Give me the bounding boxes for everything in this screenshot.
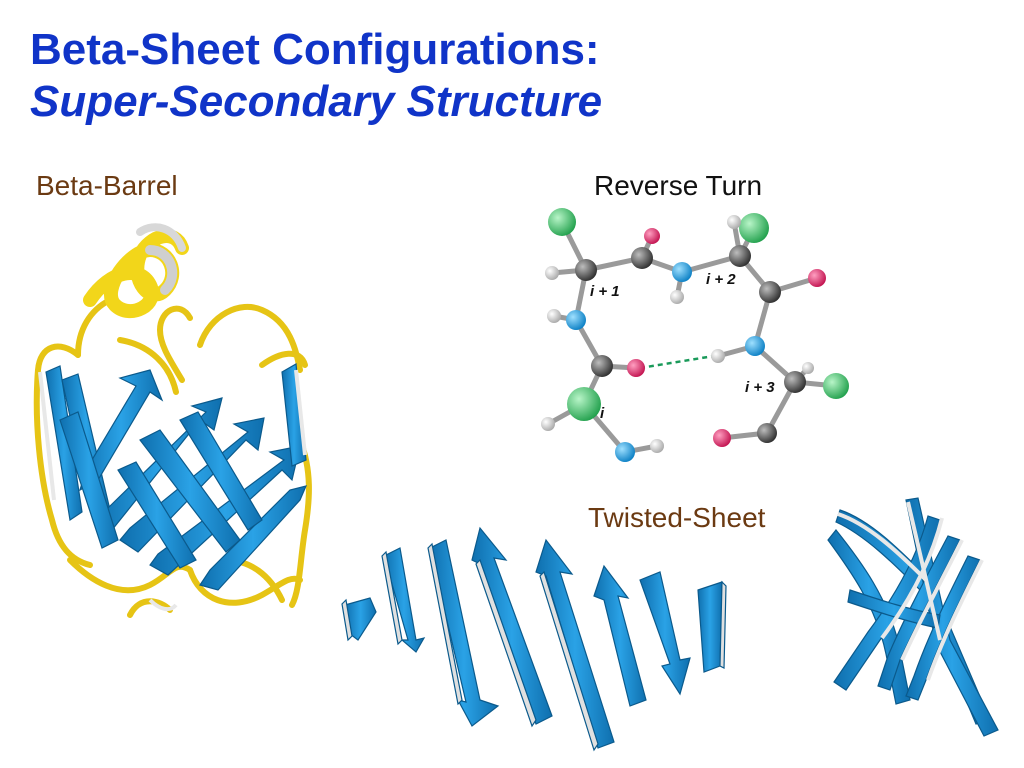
residue-label-i: i [600,405,605,422]
beta-barrel-illustration [37,227,309,615]
residue-label-i-plus-2: i + 2 [706,271,736,288]
hydrogen-bond [640,356,714,368]
residue-label-i-plus-1: i + 1 [590,283,620,300]
barrel-helix [90,227,182,311]
barrel-strands [46,364,306,590]
twisted-sheet-end-view [828,498,998,736]
sheet-strands-side [342,528,726,750]
twisted-sheet-illustration [342,528,726,750]
residue-label-i-plus-3: i + 3 [745,379,775,396]
end-view-strands [828,498,998,736]
reverse-turn-illustration: i + 1 i + 2 i i + 3 [541,208,849,462]
